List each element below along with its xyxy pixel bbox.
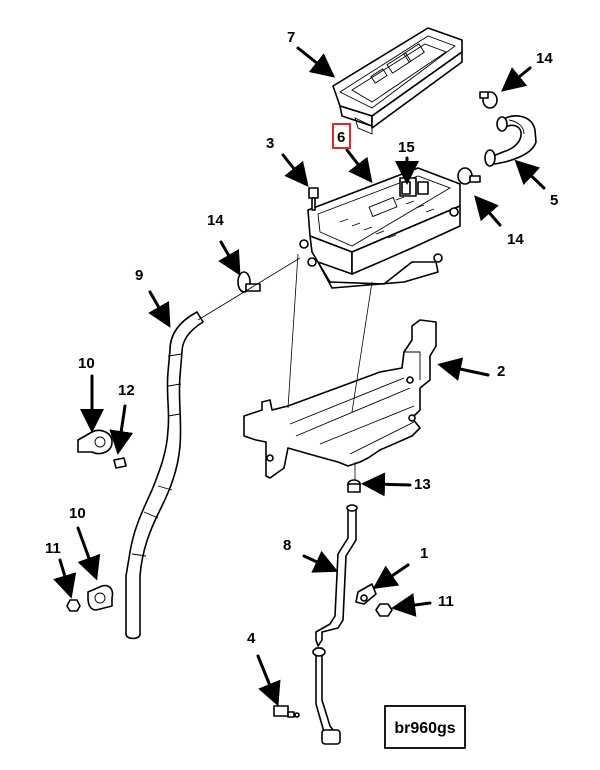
figure-id-label: br960gs (394, 720, 455, 737)
control-module-part (299, 167, 461, 289)
hose-clamp-upper (479, 91, 498, 109)
hose-clamp-middle (457, 167, 481, 185)
callout-14-top: 14 (536, 50, 553, 67)
callout-14-right: 14 (507, 231, 524, 248)
nut-right-part (375, 603, 393, 617)
callout-10-lower: 10 (69, 505, 86, 522)
callout-9: 9 (135, 267, 143, 284)
fitting-part (347, 479, 361, 493)
callout-15: 15 (398, 139, 415, 156)
end-fitting-part (273, 705, 341, 745)
callout-4: 4 (247, 630, 256, 647)
callout-2: 2 (497, 363, 505, 380)
callout-labels: 7 14 6 15 3 5 14 14 9 2 10 12 13 10 8 1 … (45, 29, 558, 647)
tube-part (312, 504, 358, 741)
highlight-box (332, 123, 351, 149)
cover-part (332, 27, 463, 135)
callout-3: 3 (266, 135, 274, 152)
sensor-connector-part (401, 181, 411, 195)
callout-10-upper: 10 (78, 355, 95, 372)
p-clip-upper-part (77, 429, 113, 455)
p-clip-lower-part (87, 584, 114, 611)
callout-13: 13 (414, 476, 431, 493)
clip-part (355, 583, 377, 605)
hose-clamp-left (237, 271, 261, 293)
bracket-part (243, 319, 437, 479)
callout-8: 8 (283, 537, 291, 554)
long-hose-part (125, 311, 204, 640)
screw-part (113, 457, 127, 469)
callout-11-right: 11 (438, 593, 454, 610)
upper-hose-part (484, 115, 537, 167)
callout-11-left: 11 (45, 540, 61, 557)
callout-arrows (53, 46, 546, 707)
callout-5: 5 (550, 192, 558, 209)
callout-1: 1 (420, 545, 428, 562)
callout-6: 6 (337, 129, 345, 146)
figure-id-box: br960gs (384, 705, 466, 749)
callout-12: 12 (118, 382, 135, 399)
assembly-leader-lines (197, 253, 373, 486)
bolt-part (308, 187, 319, 211)
callout-14-left: 14 (207, 212, 224, 229)
callout-7: 7 (287, 29, 295, 46)
nut-left-part (66, 599, 81, 612)
